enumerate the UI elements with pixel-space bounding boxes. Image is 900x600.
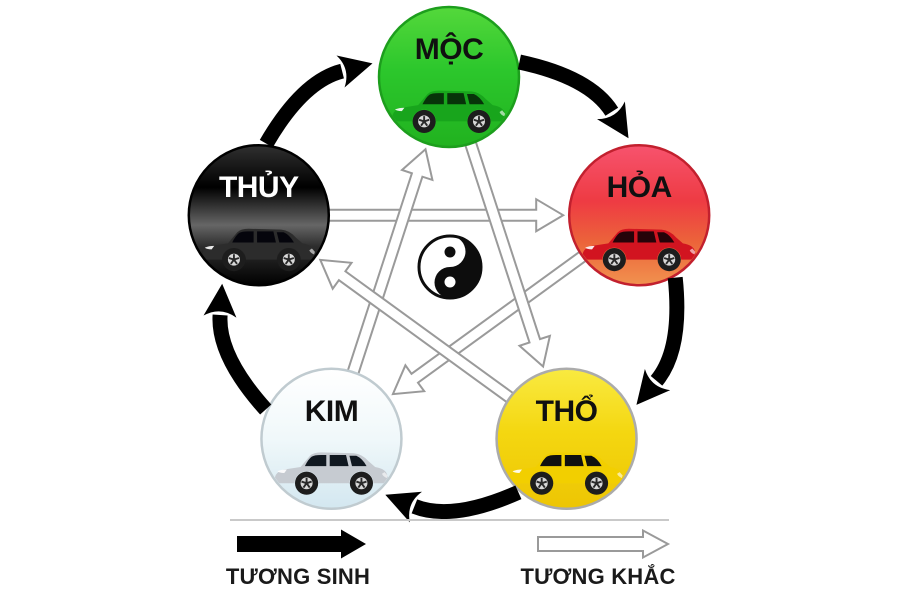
- wheel-icon: [657, 248, 681, 272]
- element-moc: MỘC: [377, 5, 521, 149]
- sinh-arrow-icon: [237, 529, 366, 559]
- element-label-hoa: HỎA: [607, 170, 672, 204]
- element-hoa: HỎA: [567, 143, 711, 287]
- car-icon: [202, 228, 316, 272]
- element-label-thuy: THỦY: [219, 170, 299, 204]
- sinh-arrow-kim-thuy: [203, 283, 272, 415]
- element-circle-moc: [377, 5, 521, 149]
- element-label-moc: MỘC: [415, 32, 484, 66]
- element-circle-hoa: [567, 143, 711, 287]
- wheel-icon: [584, 471, 609, 495]
- element-circle-thuy: [187, 143, 331, 287]
- wheel-icon: [530, 471, 554, 495]
- car-icon: [509, 452, 624, 495]
- element-circle-tho: [495, 367, 638, 511]
- khac-arrow-sample: [537, 528, 671, 560]
- car-icon: [274, 452, 388, 495]
- wheel-icon: [277, 248, 301, 272]
- wheel-icon: [222, 248, 246, 272]
- wheel-icon: [602, 248, 626, 272]
- sinh-arrow-thuy-moc: [259, 55, 373, 148]
- khac-arrow-tho-thuy: [318, 258, 520, 407]
- car-icon: [392, 90, 506, 133]
- sinh-arrow-tho-kim: [385, 485, 522, 523]
- legend: TƯƠNG SINH TƯƠNG KHẮC: [226, 519, 675, 589]
- yin-yang-icon: [417, 234, 483, 300]
- wheel-icon: [467, 109, 491, 133]
- element-label-kim: KIM: [305, 395, 359, 428]
- khac-arrow-kim-moc: [344, 147, 434, 381]
- wheel-icon: [349, 471, 373, 495]
- khac-arrow-thuy-hoa: [321, 197, 566, 233]
- sinh-arrow-sample: [237, 529, 366, 559]
- khac-arrow-icon: [537, 528, 671, 560]
- legend-sinh-label: TƯƠNG SINH: [226, 564, 370, 589]
- khac-arrow-hoa-kim: [391, 247, 593, 396]
- sinh-arrows-layer: [203, 54, 685, 523]
- element-circles-layer: MỘC HỎA THỔ KIM THỦY: [187, 5, 711, 511]
- khac-arrow-moc-tho: [462, 134, 552, 369]
- element-label-tho: THỔ: [536, 394, 598, 428]
- element-kim: KIM: [260, 367, 403, 511]
- sinh-arrow-hoa-tho: [636, 276, 685, 405]
- legend-khac-label: TƯƠNG KHẮC: [520, 564, 675, 589]
- wheel-icon: [412, 109, 436, 133]
- car-icon: [582, 228, 696, 272]
- element-thuy: THỦY: [187, 143, 331, 287]
- wheel-icon: [295, 471, 319, 495]
- sinh-arrow-moc-hoa: [517, 54, 629, 139]
- element-circle-kim: [260, 367, 403, 511]
- element-tho: THỔ: [495, 367, 638, 511]
- khac-arrows-layer: [318, 134, 593, 407]
